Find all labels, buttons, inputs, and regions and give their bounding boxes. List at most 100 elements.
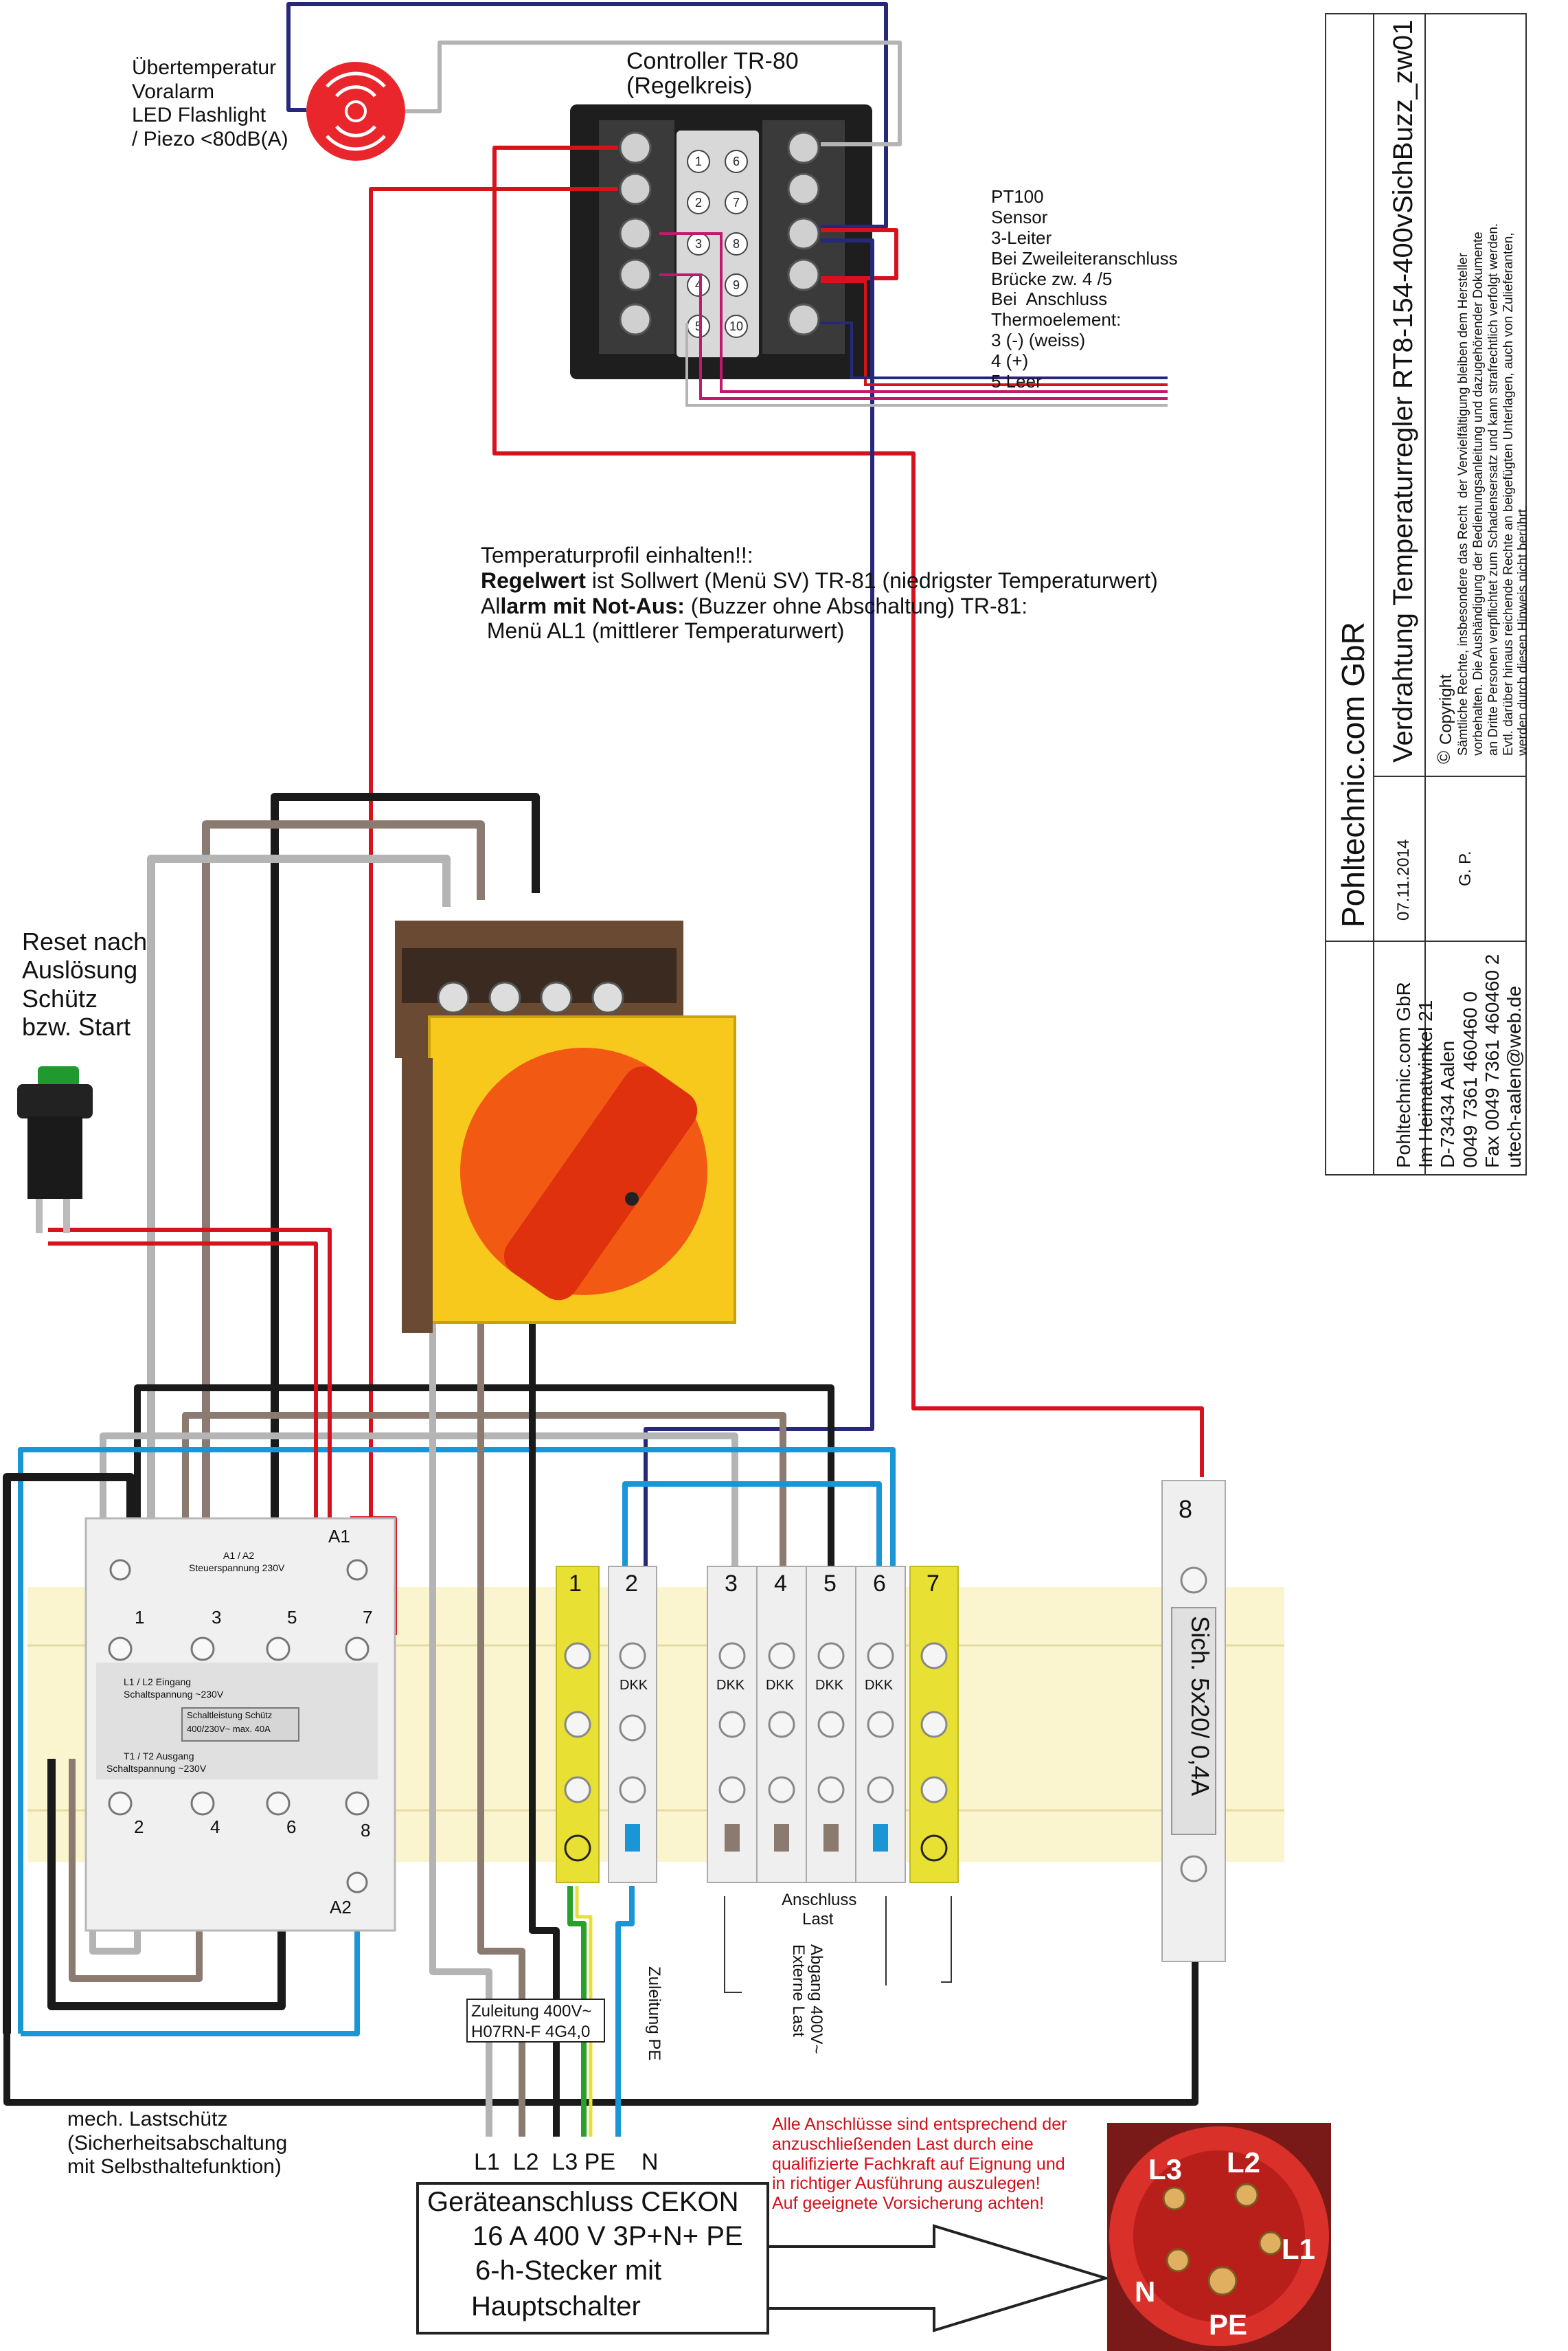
terminal-number-6: 6 [873, 1571, 886, 1597]
controller-subtitle: (Regelkreis) [626, 73, 753, 99]
wire-gray-main-top [147, 855, 451, 1580]
cekon-plug [1107, 2123, 1331, 2351]
wire-red-reset [48, 1228, 332, 1570]
title-block-rights: Sämtliche Rechte, insbesondere das Recht… [1456, 223, 1531, 756]
sensor-line-1: PT100 [991, 186, 1044, 207]
wire-black-main-top [271, 793, 540, 1683]
contactor-l1l2-2: Schaltspannung ~230V [124, 1689, 224, 1700]
profile-line-3: Allarm mit Not-Aus: (Buzzer ohne Abschal… [481, 594, 1158, 619]
supply-phases: L1 L2 L3 PE N [474, 2149, 659, 2175]
terminal-block-4 [756, 1566, 807, 1883]
main-switch [395, 921, 736, 1333]
contactor-schalt-2: 400/230V~ max. 40A [187, 1724, 271, 1734]
wire-supply-brown [477, 1168, 525, 2137]
address-line-4: 0049 7361 460460 0 [1459, 991, 1481, 1168]
profile-regelwert: Regelwert [481, 567, 586, 593]
rights-line-1: Sämtliche Rechte, insbesondere das Recht… [1456, 253, 1470, 756]
terminal-block-2 [608, 1566, 657, 1883]
sensor-line-10: 5 Leer [991, 371, 1042, 392]
terminal-number-4: 4 [774, 1571, 787, 1597]
contactor-a1a2: A1 / A2 [223, 1550, 255, 1561]
wire-sensor-gray [685, 323, 1168, 407]
wire-supply-gray [429, 1168, 492, 2137]
warning-note: Alle Anschlüsse sind entsprechend der an… [772, 2115, 1067, 2214]
profile-line-2-rest: ist Sollwert (Menü SV) TR-81 (niedrigste… [585, 567, 1158, 593]
abgang-line-2: Externe Last [789, 1944, 808, 2037]
terminal-number-3: 3 [725, 1571, 738, 1597]
terminal-3-dkk: DKK [716, 1678, 745, 1693]
wire-blue-top [18, 1447, 896, 2034]
wire-controller-red-mid [369, 187, 618, 1566]
controller-terminal-7: 7 [733, 196, 740, 210]
sensor-label: PT100 Sensor 3-Leiter Bei Zweileiteransc… [991, 186, 1178, 392]
reset-line-2: Auslösung [22, 956, 138, 985]
arrow-to-plug [766, 2224, 1111, 2332]
address-line-3: D-73434 Aalen [1437, 1040, 1459, 1168]
terminal-6-dkk: DKK [865, 1678, 894, 1693]
reset-line-3: Schütz [22, 984, 98, 1013]
contactor-steuer: Steuerspannung 230V [189, 1562, 285, 1573]
title-block-address: Pohltechnic.com GbR Im Heimatwinkel 21 D… [1393, 954, 1525, 1168]
controller-screws-right [787, 131, 820, 336]
sensor-line-5: Brücke zw. 4 /5 [991, 268, 1113, 289]
title-block-author: G. P. [1456, 851, 1475, 886]
contactor-top-3: 3 [212, 1607, 222, 1628]
controller-screws-left [619, 131, 652, 336]
title-block-frame [1325, 13, 1527, 1176]
terminal-block-7-pe [909, 1566, 959, 1883]
sensor-line-3: 3-Leiter [991, 227, 1052, 248]
plug-l3: L3 [1148, 2153, 1183, 2185]
reset-button [17, 1066, 93, 1233]
terminal-number-5: 5 [823, 1571, 837, 1597]
profile-line-3-rest: (Buzzer ohne Abschaltung) TR-81: [684, 593, 1028, 618]
reset-line-4: bzw. Start [22, 1013, 131, 1042]
wire-supply-n-blue [615, 1886, 635, 2137]
plug-pe: PE [1209, 2308, 1248, 2341]
sensor-line-9: 4 (+) [991, 350, 1029, 372]
alarm-line-3: LED Flashlight [132, 104, 266, 126]
rights-line-2: vorbehalten. Die Aushändigung der Bedien… [1470, 232, 1486, 756]
device-line-2: 16 A 400 V 3P+N+ PE [473, 2221, 743, 2251]
device-line-1: Geräteanschluss CEKON [427, 2187, 739, 2217]
rights-line-4: Evtl. darüber hinaus reichende Rechte an… [1501, 232, 1516, 756]
anschluss-brackets [724, 1896, 952, 1993]
wire-controller-red-sensor [821, 228, 898, 280]
controller-terminal-8: 8 [733, 237, 740, 251]
terminal-block-6 [855, 1566, 906, 1883]
sensor-line-6: Bei Anschluss [991, 289, 1108, 310]
reset-line-1: Reset nach [22, 927, 148, 956]
alarm-line-1: Übertemperatur [132, 56, 277, 79]
contactor-top-5: 5 [287, 1607, 297, 1628]
anschluss-line-1: Anschluss [782, 1891, 857, 1909]
wire-sensor-magenta-2 [659, 273, 1168, 400]
terminal-block-3 [707, 1566, 758, 1883]
contactor-bottom-8: 8 [361, 1820, 371, 1841]
wire-black-bottom-loop [3, 1886, 1198, 2106]
controller-terminal-2: 2 [695, 196, 702, 210]
wire-blue-bottom [21, 1882, 360, 2036]
device-box [416, 2182, 769, 2335]
contactor-bottom-6: 6 [286, 1816, 297, 1837]
contactor-schalt-1: Schaltleistung Schütz [187, 1710, 273, 1720]
wire-sensor-navy [821, 322, 1168, 379]
zuleitung-pe-label: Zuleitung PE [645, 1966, 663, 2061]
contactor-bottom-4: 4 [210, 1816, 220, 1837]
anschluss-line-2: Last [802, 1910, 834, 1928]
controller-terminal-10: 10 [729, 319, 743, 333]
title-block-copyright: Copyright [1437, 674, 1455, 745]
device-line-3: 6-h-Stecker mit [475, 2256, 662, 2286]
terminal-number-1: 1 [569, 1571, 582, 1597]
contactor-caption-1: mech. Lastschütz [67, 2108, 228, 2130]
plug-n: N [1135, 2275, 1156, 2308]
address-line-1: Pohltechnic.com GbR [1393, 982, 1414, 1168]
wire-brown-main-top [202, 820, 485, 1580]
alarm-buzzer-icon [306, 62, 405, 161]
title-block-copyright-symbol: © [1433, 750, 1454, 764]
title-block-title: Verdrahtung Temperaturregler RT8-154-400… [1388, 19, 1418, 763]
terminal-block-5 [806, 1566, 856, 1883]
sensor-line-2: Sensor [991, 206, 1048, 227]
address-line-6: utech-aalen@web.de [1503, 985, 1525, 1168]
controller-terminal-4: 4 [695, 278, 702, 292]
warning-line-5: Auf geeignete Vorsicherung achten! [772, 2194, 1045, 2213]
